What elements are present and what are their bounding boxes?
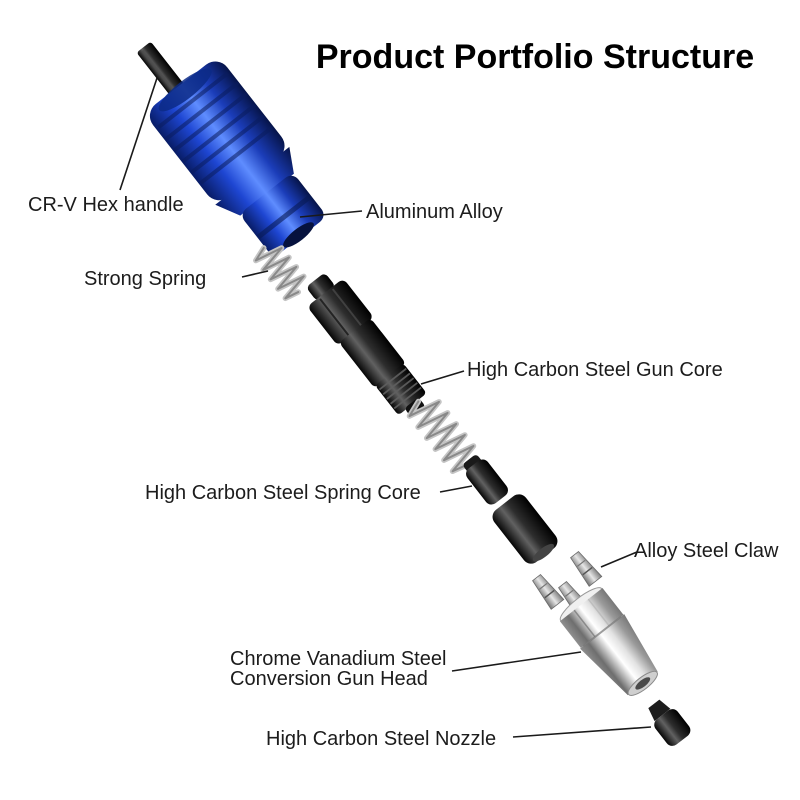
leader-gun-core bbox=[420, 370, 465, 385]
leader-lines bbox=[119, 77, 652, 738]
leader-alloy-claw bbox=[600, 551, 638, 568]
gun-head bbox=[559, 587, 658, 696]
label-gun-head: Chrome Vanadium Steel Conversion Gun Hea… bbox=[230, 649, 446, 689]
label-strong-spring: Strong Spring bbox=[84, 268, 207, 290]
label-gun-core: High Carbon Steel Gun Core bbox=[467, 359, 723, 381]
label-gun-head-line1: Chrome Vanadium Steel bbox=[230, 648, 447, 670]
leader-hex-handle bbox=[119, 77, 158, 191]
label-spring-core: High Carbon Steel Spring Core bbox=[145, 482, 421, 504]
leader-strong-spring bbox=[241, 270, 269, 278]
claw-housing bbox=[492, 494, 558, 564]
leader-aluminum-alloy bbox=[299, 210, 363, 218]
label-nozzle: High Carbon Steel Nozzle bbox=[266, 728, 497, 750]
leader-gun-head bbox=[451, 651, 582, 672]
label-hex-handle: CR-V Hex handle bbox=[28, 194, 184, 216]
label-alloy-steel-claw: Alloy Steel Claw bbox=[634, 540, 779, 562]
spring-lower bbox=[406, 398, 477, 474]
claw-piece-2 bbox=[532, 573, 565, 610]
spring-core bbox=[463, 455, 508, 505]
label-aluminum-alloy: Aluminum Alloy bbox=[366, 201, 503, 223]
spring-upper bbox=[253, 245, 307, 302]
claw-piece-1 bbox=[570, 550, 603, 587]
page-title: Product Portfolio Structure bbox=[315, 38, 755, 76]
nozzle bbox=[648, 699, 691, 746]
leader-nozzle bbox=[512, 726, 652, 738]
aluminum-alloy-body bbox=[149, 61, 324, 255]
leader-spring-core bbox=[439, 485, 473, 493]
label-gun-head-line2: Conversion Gun Head bbox=[230, 668, 428, 690]
